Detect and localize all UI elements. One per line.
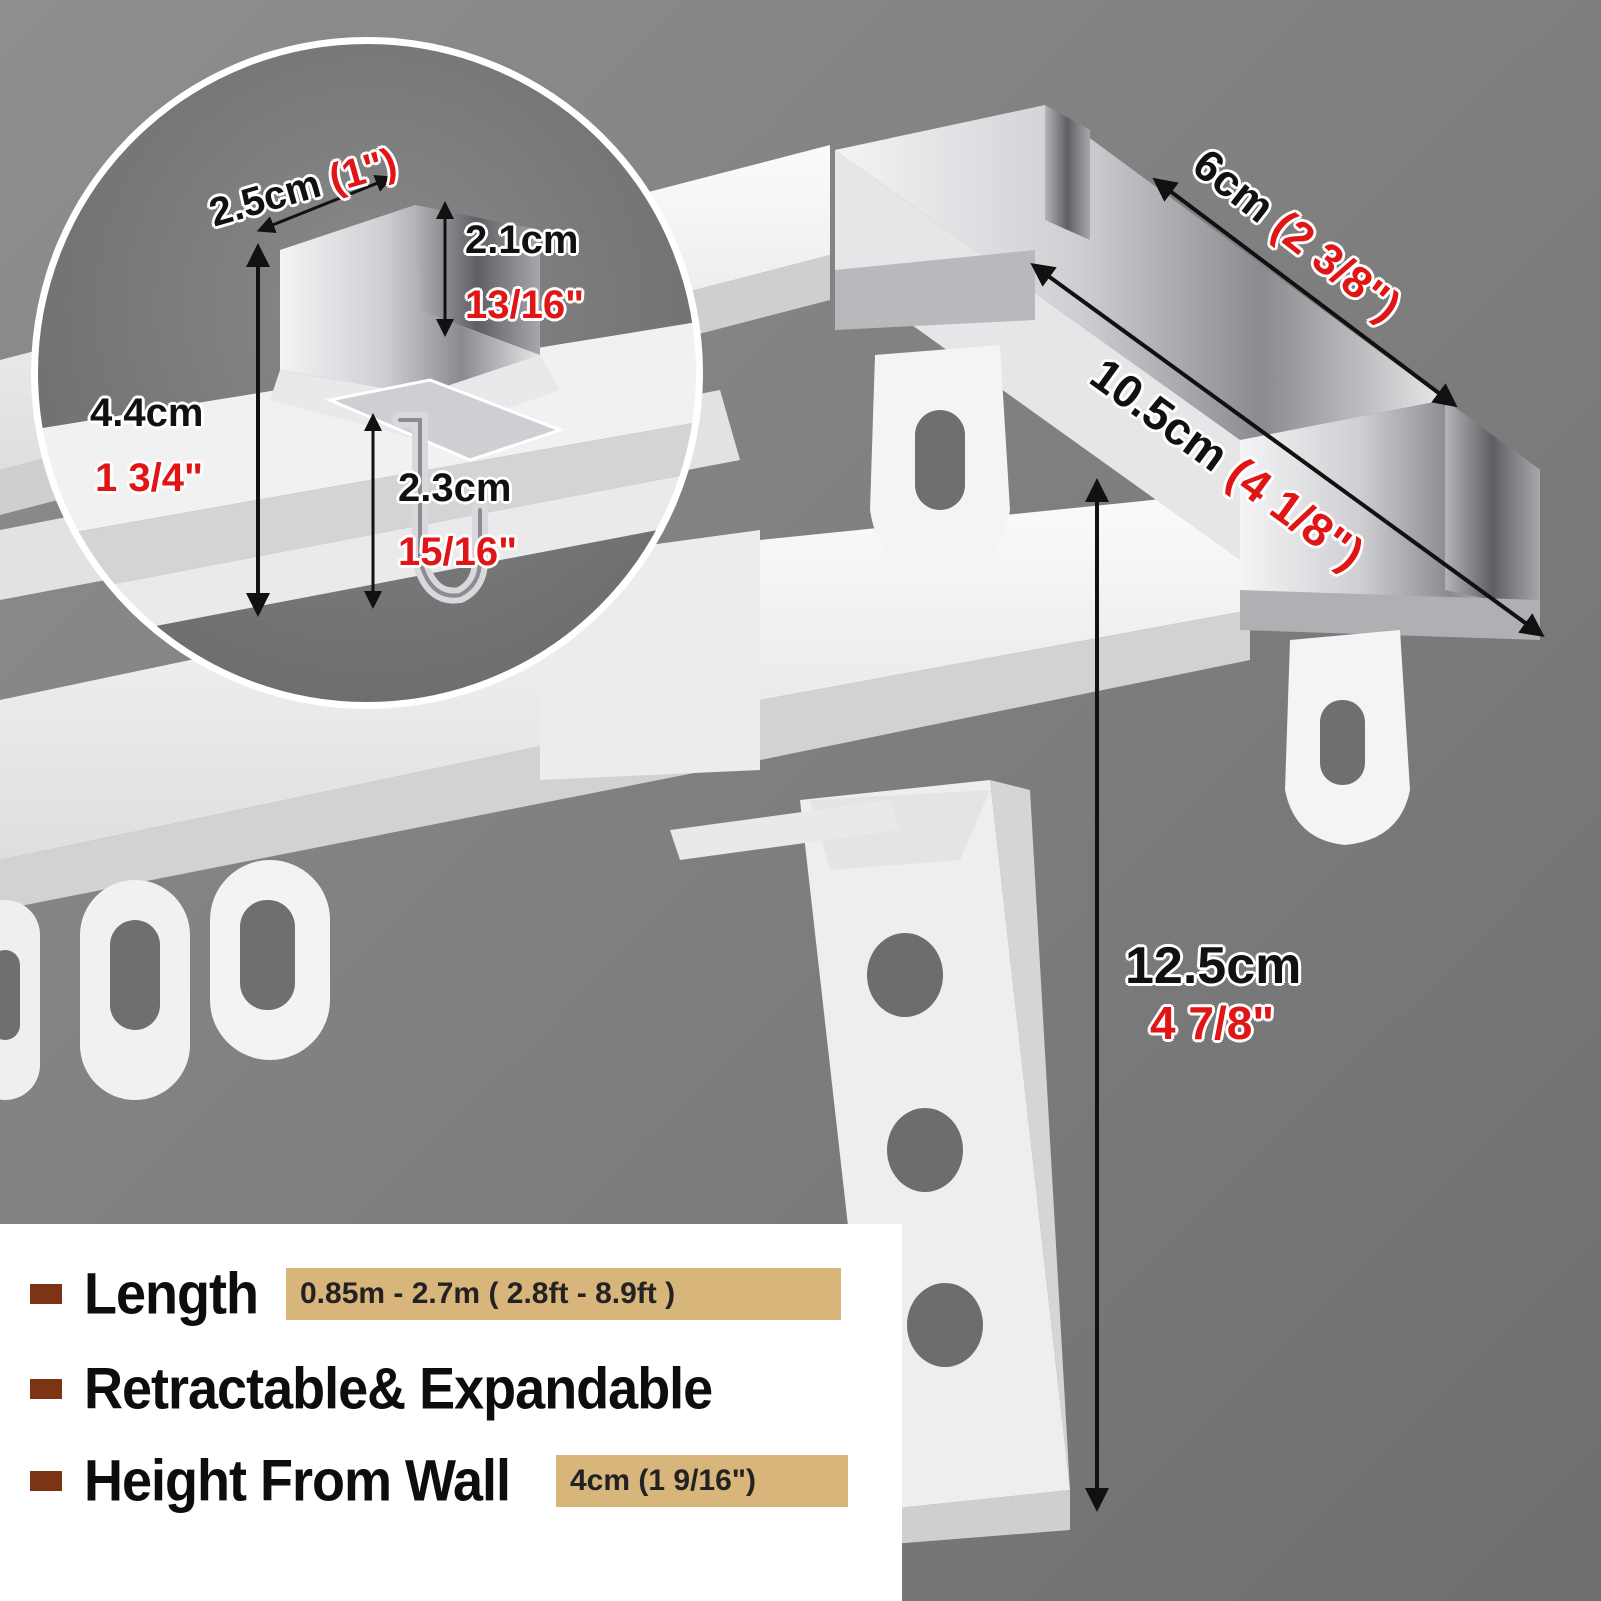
bracket-height-imperial: 4 7/8" (1150, 997, 1275, 1049)
spec-row-height: Height From Wall 4cm (1 9/16") (0, 1446, 902, 1516)
spec-row-retractable: Retractable& Expandable (0, 1354, 902, 1424)
runner-tab (1285, 630, 1410, 845)
spec-panel: Length 0.85m - 2.7m ( 2.8ft - 8.9ft ) Re… (0, 1224, 902, 1601)
runner-hooks (0, 860, 330, 1100)
runner-tab (870, 345, 1010, 580)
runner-height-imperial: 13/16" (465, 283, 585, 327)
spec-label: Retractable& Expandable (84, 1356, 713, 1422)
detail-inset (31, 37, 703, 709)
bullet-icon (30, 1471, 62, 1491)
length-arrow (1030, 262, 1545, 638)
total-height-imperial: 1 3/4" (95, 456, 203, 500)
spec-row-length: Length 0.85m - 2.7m ( 2.8ft - 8.9ft ) (0, 1259, 902, 1329)
runner-height-metric: 2.1cm (465, 218, 579, 262)
total-height-metric: 4.4cm (90, 391, 204, 435)
hook-height-imperial: 15/16" (398, 530, 518, 574)
spec-value: 4cm (1 9/16") (556, 1455, 848, 1507)
spec-value: 0.85m - 2.7m ( 2.8ft - 8.9ft ) (286, 1268, 841, 1320)
bullet-icon (30, 1284, 62, 1304)
spec-label: Height From Wall (84, 1448, 511, 1514)
bullet-icon (30, 1379, 62, 1399)
hook-height-metric: 2.3cm (398, 466, 512, 510)
bracket-height-metric: 12.5cm (1125, 937, 1302, 995)
spec-label: Length (84, 1261, 259, 1327)
